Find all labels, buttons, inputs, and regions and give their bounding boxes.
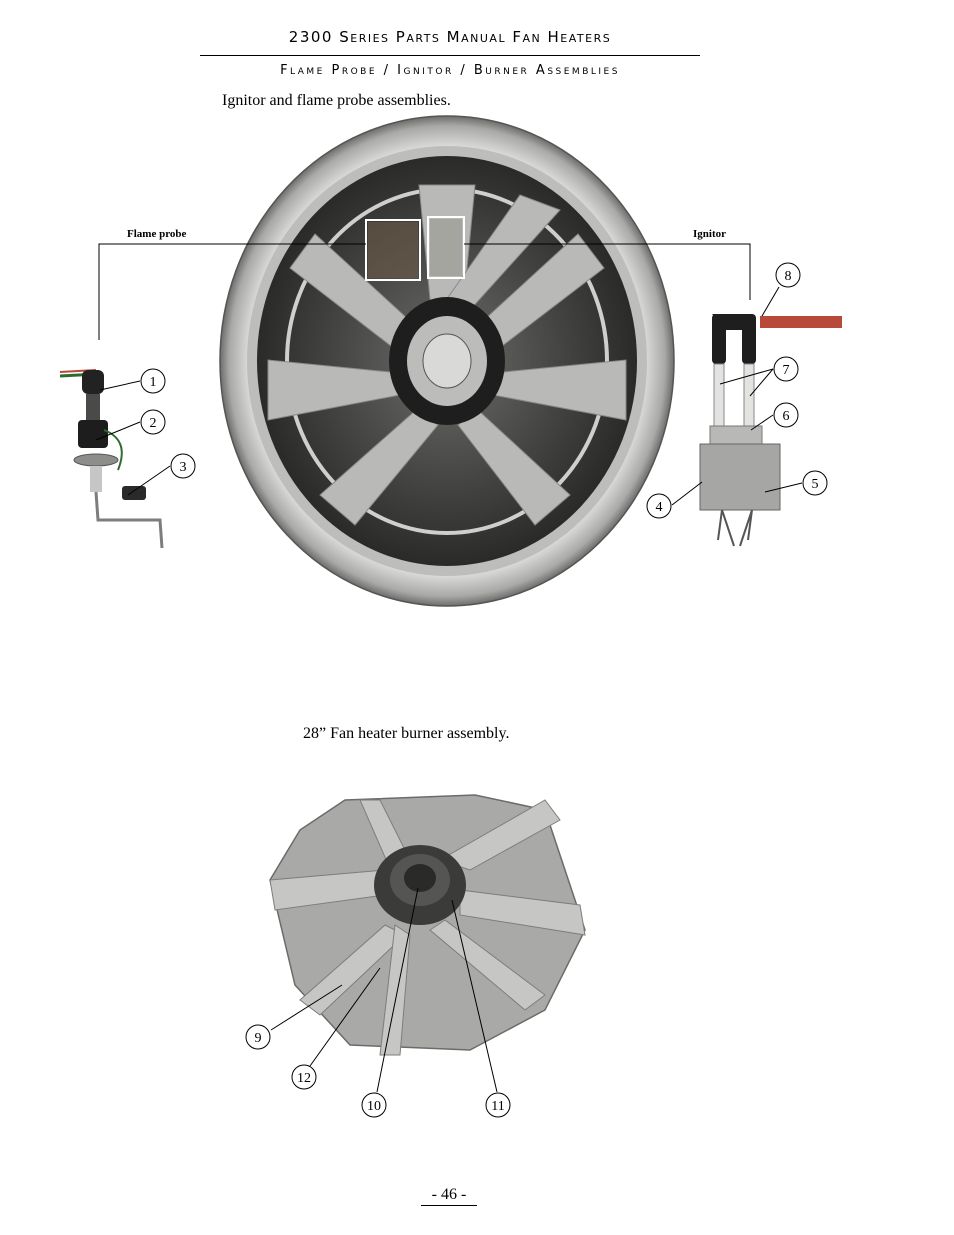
callout-circles — [140, 262, 828, 1118]
callout-5-text: 5 — [812, 477, 819, 492]
callout-2 — [140, 409, 166, 435]
callout-3 — [170, 453, 196, 479]
fan-heater-photo — [219, 115, 675, 607]
manual-title: 2300 Series Parts Manual Fan Heaters — [288, 28, 612, 46]
callout-leaders-fig1 — [95, 286, 803, 506]
callout-2-text: 2 — [150, 416, 157, 431]
figure1-caption: Ignitor and flame probe assemblies. — [222, 92, 451, 109]
callout-7 — [773, 356, 799, 382]
callout-9 — [245, 1024, 271, 1050]
callout-12 — [291, 1064, 317, 1090]
callout-11-text: 11 — [491, 1099, 504, 1114]
callout-12-text: 12 — [297, 1071, 311, 1086]
callout-1-text: 1 — [150, 375, 157, 390]
callout-6 — [773, 402, 799, 428]
section-subtitle: Flame Probe / Ignitor / Burner Assemblie… — [280, 63, 620, 78]
figure2-caption: 28” Fan heater burner assembly. — [303, 725, 510, 742]
callout-leaders-fig2 — [270, 887, 498, 1093]
callout-10-text: 10 — [367, 1099, 381, 1114]
callout-6-text: 6 — [783, 409, 790, 424]
ignitor-photo — [699, 314, 842, 547]
callout-5 — [802, 470, 828, 496]
callout-8-text: 8 — [785, 269, 792, 284]
callout-11 — [485, 1092, 511, 1118]
callout-10 — [361, 1092, 387, 1118]
ignitor-label: Ignitor — [693, 228, 726, 240]
burner-assembly-photo — [269, 794, 586, 1056]
callout-numbers: 1 2 3 4 5 6 7 8 9 10 11 12 — [150, 269, 819, 1114]
callout-4 — [646, 493, 672, 519]
page-number: - 46 - — [421, 1186, 477, 1206]
flame-probe-photo — [59, 369, 164, 549]
callout-8 — [775, 262, 801, 288]
callout-4-text: 4 — [656, 500, 663, 515]
callout-9-text: 9 — [255, 1031, 262, 1046]
flame-probe-label: Flame probe — [127, 228, 187, 240]
header-divider — [200, 55, 700, 56]
callout-1 — [140, 368, 166, 394]
callout-3-text: 3 — [180, 460, 187, 475]
callout-7-text: 7 — [783, 363, 790, 378]
